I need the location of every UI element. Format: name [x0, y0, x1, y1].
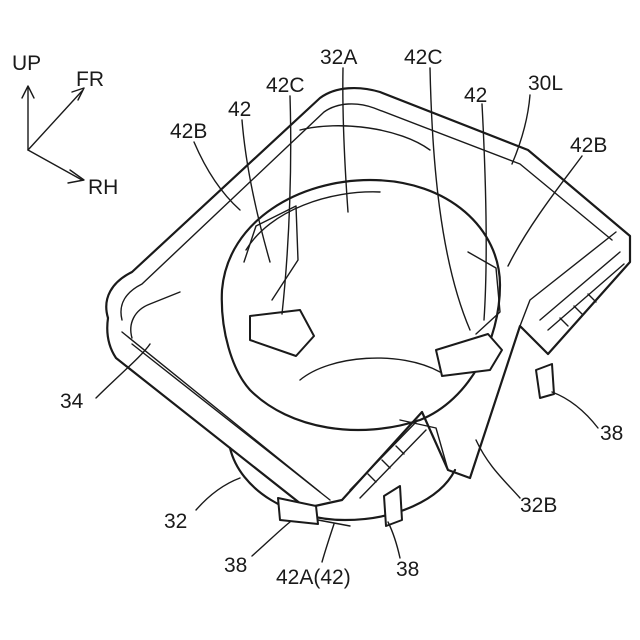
left-flap-body [244, 206, 298, 300]
label-32: 32 [164, 510, 187, 533]
direction-indicator: UP FR RH [12, 52, 118, 199]
leader-42-left [242, 120, 270, 262]
left-flap [244, 206, 314, 356]
bowl-outline [230, 448, 455, 520]
back-upper-wall [300, 126, 430, 150]
label-34: 34 [60, 390, 84, 413]
holder-frame [106, 88, 630, 508]
right-flap [436, 252, 502, 376]
front-ribs [350, 420, 426, 498]
leader-32B [476, 440, 520, 498]
channel-ribs [540, 252, 624, 330]
bowl-inner-curve [300, 358, 440, 380]
cup-bottom [230, 358, 455, 520]
label-42A: 42A(42) [276, 566, 351, 589]
leader-42-right [482, 104, 486, 320]
foot-38-left [278, 498, 318, 524]
cup-opening [222, 126, 500, 430]
leader-38-bottom-right [388, 522, 400, 558]
leader-42C-right [430, 68, 470, 330]
direction-fr-label: FR [76, 68, 104, 91]
frame-outer-edge [106, 88, 630, 508]
reference-labels: 30L 32A 42C 42C 42 42 42B 42B 34 32 32B … [60, 46, 623, 589]
label-30L: 30L [528, 72, 563, 95]
left-tab-42c [250, 310, 314, 356]
front-rib-lines [350, 420, 426, 498]
right-tab-42c [436, 334, 502, 376]
fr-arrow-shaft [28, 91, 82, 150]
leader-42A [322, 524, 334, 562]
label-38-bottom-right: 38 [396, 558, 419, 581]
label-42-right: 42 [464, 84, 487, 107]
leader-30L [512, 95, 530, 164]
label-42-left: 42 [228, 98, 251, 121]
label-42B-right: 42B [570, 134, 607, 157]
opening-rim [222, 180, 500, 430]
direction-up-label: UP [12, 52, 41, 75]
label-32A: 32A [320, 46, 357, 69]
label-42C-left: 42C [266, 74, 305, 97]
rh-arrow-shaft [28, 150, 82, 180]
label-38-right: 38 [600, 422, 623, 445]
leader-32 [196, 478, 240, 510]
label-42C-right: 42C [404, 46, 443, 69]
leader-38-right [552, 392, 598, 428]
frame-front-lip-2 [132, 344, 330, 500]
label-42B-left: 42B [170, 120, 207, 143]
frame-corner-detail [131, 292, 180, 338]
leader-42B-right [508, 156, 582, 266]
foot-38-right [384, 486, 402, 526]
label-38-bottom-left: 38 [224, 554, 247, 577]
direction-rh-label: RH [88, 176, 118, 199]
leader-38-bottom-left [252, 522, 290, 556]
label-32B: 32B [520, 494, 557, 517]
leader-42B-left [194, 142, 240, 210]
feet [278, 364, 554, 526]
foot-38-side [536, 364, 554, 398]
